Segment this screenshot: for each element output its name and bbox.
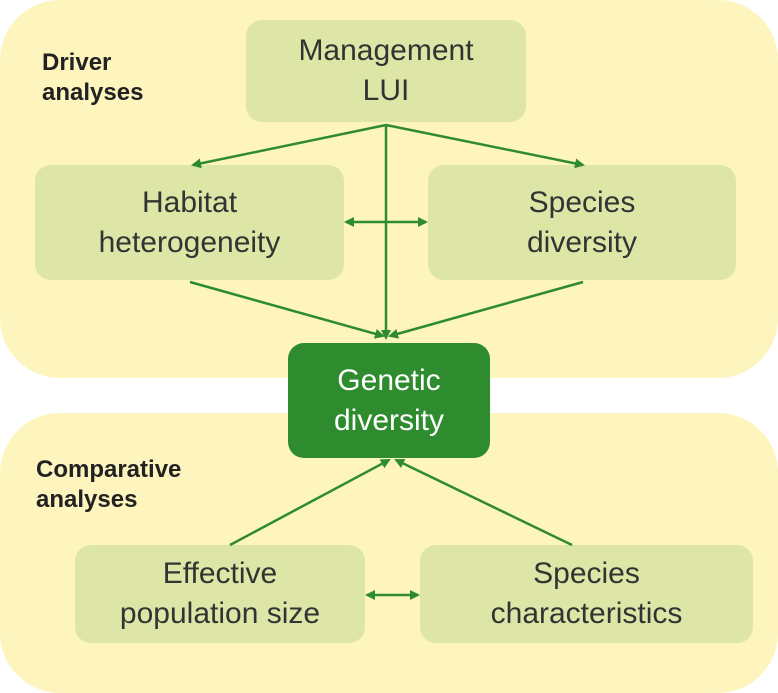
node-label: Effective <box>162 557 278 590</box>
node-label: diversity <box>526 225 638 259</box>
habitat-heterogeneity-node: Habitat heterogeneity <box>35 165 344 280</box>
arrow-management-species <box>385 123 585 169</box>
genetic-diversity-node: Genetic diversity <box>288 343 490 458</box>
species-characteristics-node: Species characteristics <box>420 545 753 643</box>
node-label: population size <box>119 597 321 630</box>
arrow-characteristics-genetic <box>394 458 573 547</box>
node-label: Management <box>298 34 474 67</box>
arrow-species-genetic <box>388 280 584 339</box>
node-label: LUI <box>362 74 410 107</box>
arrow-effective-genetic <box>229 458 391 547</box>
arrows <box>189 123 585 600</box>
node-label: Species <box>528 185 636 219</box>
species-diversity-node: Species diversity <box>428 165 736 280</box>
node-label: Genetic <box>337 363 441 397</box>
node-label: diversity <box>333 403 445 437</box>
driver-analyses-label: Driver analyses <box>42 49 144 106</box>
node-label: characteristics <box>490 597 683 630</box>
arrow-habitat-genetic <box>189 280 385 339</box>
node-label: Habitat <box>141 185 238 219</box>
arrow-management-habitat <box>191 123 387 169</box>
node-label: Species <box>533 557 640 590</box>
effective-population-size-node: Effective population size <box>75 545 365 643</box>
comparative-analyses-label: Comparative analyses <box>36 456 182 513</box>
node-label: heterogeneity <box>98 225 281 259</box>
